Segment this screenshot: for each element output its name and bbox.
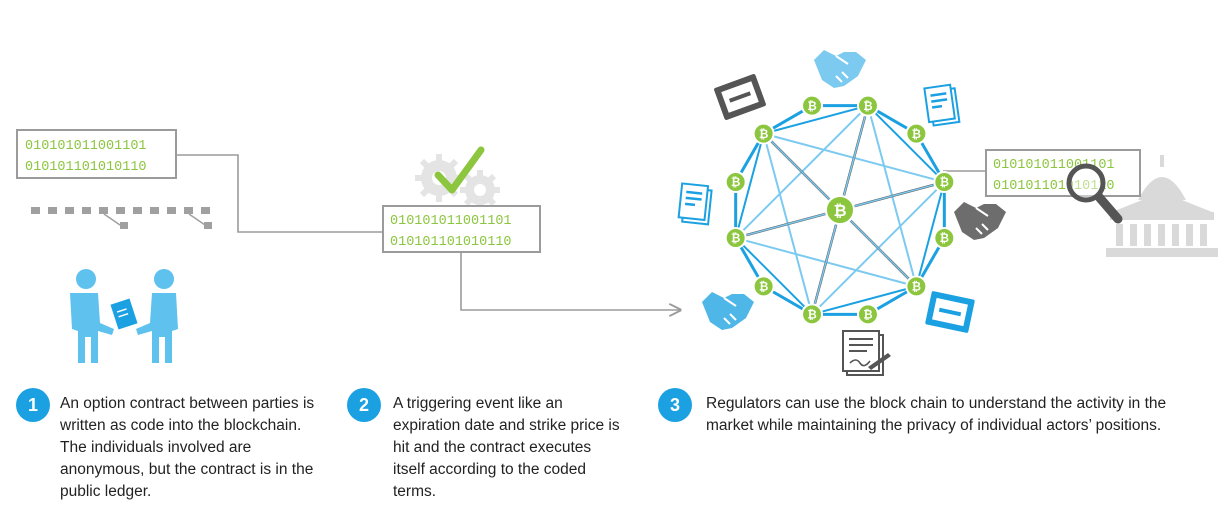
connector-step1-to-step2 bbox=[176, 154, 383, 233]
data-stream-icon bbox=[31, 207, 212, 229]
bitcoin-symbol: ₿ bbox=[807, 99, 816, 113]
gears-checkmark-icon bbox=[415, 146, 500, 210]
bitcoin-icon bbox=[933, 226, 956, 249]
handshake-icon bbox=[954, 202, 1006, 240]
step-2-description: A triggering event like an expiration da… bbox=[393, 395, 620, 500]
bitcoin-icon bbox=[801, 94, 824, 117]
bitcoin-symbol: ₿ bbox=[759, 127, 768, 141]
code-block-1-line1: 010101011001101 bbox=[25, 139, 147, 154]
document-icon bbox=[923, 83, 961, 127]
code-block-3-line1: 010101011001101 bbox=[993, 158, 1115, 173]
bitcoin-symbol: ₿ bbox=[731, 231, 740, 245]
handshake-icon bbox=[814, 50, 866, 88]
bitcoin-icon bbox=[933, 171, 956, 194]
bitcoin-symbol: ₿ bbox=[940, 175, 949, 189]
bitcoin-icon bbox=[752, 275, 775, 298]
network-link bbox=[763, 133, 841, 211]
certificate-icon bbox=[714, 74, 766, 120]
step-1-description: An option contract between parties is wr… bbox=[60, 395, 315, 500]
bitcoin-symbol: ₿ bbox=[940, 231, 949, 245]
connector-lines bbox=[176, 154, 986, 310]
network-link bbox=[763, 104, 869, 135]
step-2-number-badge: 2 bbox=[347, 388, 381, 422]
bitcoin-icon bbox=[801, 303, 824, 326]
code-block-1-line2: 010101101010110 bbox=[25, 160, 147, 175]
code-block-1: 010101011001101 010101101010110 bbox=[16, 129, 177, 179]
blockchain-network: ₿ ₿ ₿ ₿ ₿ ₿ ₿ ₿ ₿ ₿ ₿ ₿ ₿ bbox=[724, 94, 956, 326]
network-link bbox=[811, 209, 841, 315]
bitcoin-icon bbox=[825, 195, 855, 225]
network-link bbox=[734, 237, 813, 316]
bitcoin-icon bbox=[856, 303, 879, 326]
network-link bbox=[867, 104, 946, 183]
network-link bbox=[734, 133, 765, 239]
bitcoin-symbol: ₿ bbox=[912, 280, 921, 294]
bitcoin-symbol: ₿ bbox=[759, 280, 768, 294]
network-link bbox=[839, 181, 945, 211]
code-block-2: 010101011001101 010101101010110 bbox=[382, 205, 541, 253]
bitcoin-symbol: ₿ bbox=[863, 308, 872, 322]
network-link bbox=[915, 181, 946, 287]
connector-step2-to-network bbox=[460, 250, 680, 310]
handshake-icon bbox=[702, 292, 754, 330]
bitcoin-symbol: ₿ bbox=[731, 175, 740, 189]
code-block-3-line2: 010101101010110 bbox=[993, 179, 1115, 194]
bitcoin-icon bbox=[856, 94, 879, 117]
bitcoin-symbol: ₿ bbox=[833, 201, 846, 220]
bitcoin-icon bbox=[724, 226, 747, 249]
code-block-3: 010101011001101 010101101010110 bbox=[985, 149, 1141, 197]
code-block-2-line1: 010101011001101 bbox=[390, 214, 512, 229]
certificate-icon bbox=[925, 291, 975, 333]
bitcoin-symbol: ₿ bbox=[912, 127, 921, 141]
bitcoin-icon bbox=[905, 275, 928, 298]
network-link bbox=[735, 209, 841, 239]
bitcoin-symbol: ₿ bbox=[807, 308, 816, 322]
bitcoin-icon bbox=[724, 171, 747, 194]
government-building-icon bbox=[1106, 155, 1218, 257]
magnifier-icon bbox=[1066, 163, 1123, 224]
people-exchanging-document-icon bbox=[70, 269, 178, 363]
step-1-number-badge: 1 bbox=[16, 388, 50, 422]
step-3-number-badge: 3 bbox=[658, 388, 692, 422]
bitcoin-icon bbox=[752, 122, 775, 145]
bitcoin-icon bbox=[905, 122, 928, 145]
network-link bbox=[811, 285, 917, 316]
network-link bbox=[839, 105, 869, 211]
bitcoin-symbol: ₿ bbox=[863, 99, 872, 113]
document-icon bbox=[677, 182, 713, 226]
step-3-description: Regulators can use the block chain to un… bbox=[706, 395, 1167, 434]
code-block-2-line2: 010101101010110 bbox=[390, 235, 512, 250]
network-link bbox=[839, 209, 917, 287]
signed-document-icon bbox=[842, 330, 891, 376]
